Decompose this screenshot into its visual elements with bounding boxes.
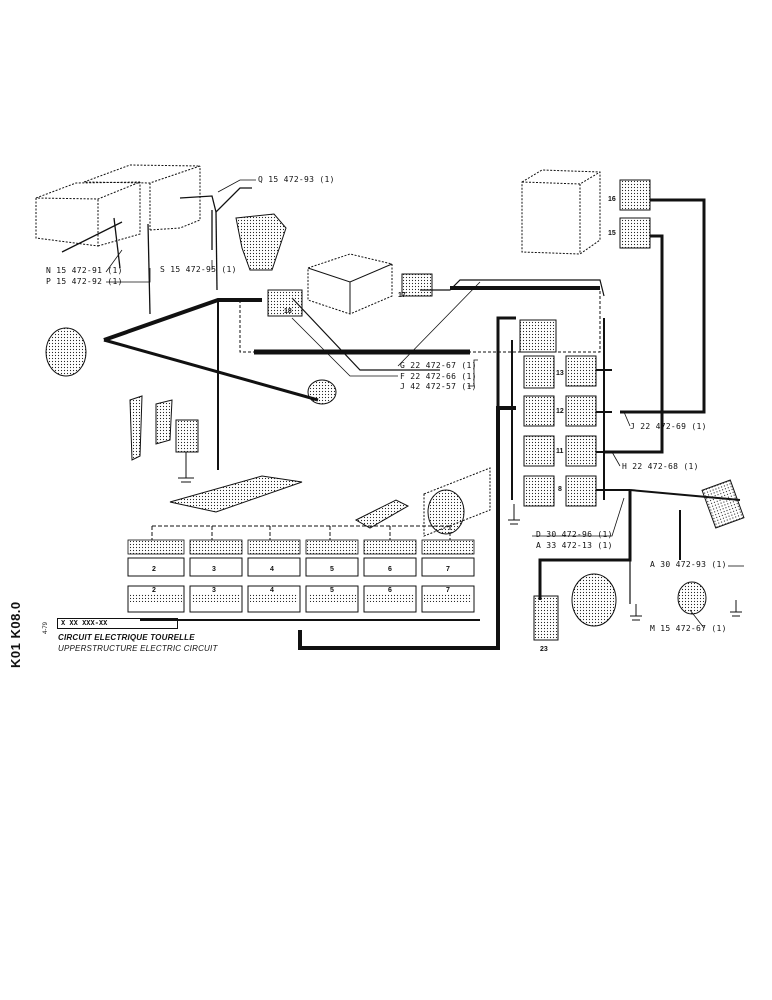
right-harness [604, 198, 706, 454]
relay-box-17 [307, 253, 393, 315]
ref-F: F 22 472-66 (1) [400, 372, 477, 381]
terminal-row-lower [127, 585, 475, 613]
terminal-upper-3: 3 [212, 566, 216, 573]
ref-M: M 15 472-67 (1) [650, 624, 727, 633]
lower-right-lamps [533, 479, 745, 641]
ref-N: N 15 472-91 (1) [46, 266, 123, 275]
battery-cables [61, 187, 252, 315]
bottom-bus [140, 316, 516, 650]
ref-A30: A 30 472-93 (1) [650, 560, 727, 569]
terminal-lower-6: 6 [388, 587, 392, 594]
terminal-lower-3: 3 [212, 587, 216, 594]
ref-D: D 30 472-96 (1) [536, 530, 613, 539]
terminal-lower-4: 4 [270, 587, 274, 594]
component-15: 15 [608, 230, 616, 237]
terminal-row-upper [127, 539, 475, 555]
ref-S: S 15 472-95 (1) [160, 265, 237, 274]
sheet-code: K01 K08.0 [8, 601, 23, 668]
ref-P: P 15 472-92 (1) [46, 277, 123, 286]
sheet-date: 4-79 [43, 621, 49, 634]
terminal-lower-2: 2 [152, 587, 156, 594]
component-18: 18 [284, 308, 292, 315]
component-8: 8 [558, 486, 562, 493]
fan-out-lines [151, 525, 451, 540]
relay-column-bus [511, 318, 630, 500]
battery-boxes [35, 164, 201, 247]
horn-compressor [235, 213, 287, 271]
terminal-upper-5: 5 [330, 566, 334, 573]
connector-18 [267, 289, 303, 317]
component-23: 23 [540, 646, 548, 653]
horns [129, 395, 199, 483]
main-harness [103, 279, 605, 470]
terminal-row-upper-frames [127, 557, 475, 577]
lamp-left [45, 327, 87, 377]
caption-french: CIRCUIT ELECTRIQUE TOURELLE [58, 633, 195, 642]
relay-enclosure [521, 169, 601, 255]
ref-Q: Q 15 472-93 (1) [258, 175, 335, 184]
ref-H: H 22 472-68 (1) [622, 462, 699, 471]
terminal-upper-2: 2 [152, 566, 156, 573]
terminal-lower-5: 5 [330, 587, 334, 594]
component-12: 12 [556, 408, 564, 415]
component-16: 16 [608, 196, 616, 203]
caption-english: UPPERSTRUCTURE ELECTRIC CIRCUIT [58, 644, 218, 653]
terminal-row-lower-fill [130, 594, 472, 602]
lamp-mid [307, 379, 337, 405]
connector-17 [401, 273, 433, 297]
terminal-plate [169, 467, 491, 537]
ground-symbols [630, 600, 742, 621]
leader-lines [105, 179, 744, 629]
relays-15-16 [619, 179, 651, 249]
ground-D [508, 504, 520, 525]
ref-J42: J 42 472-57 (1) [400, 382, 477, 391]
terminal-upper-4: 4 [270, 566, 274, 573]
component-13: 13 [556, 370, 564, 377]
terminal-upper-6: 6 [388, 566, 392, 573]
terminal-upper-7: 7 [446, 566, 450, 573]
ref-J22: J 22 472-69 (1) [630, 422, 707, 431]
ref-G: G 22 472-67 (1) [400, 361, 477, 370]
component-11: 11 [556, 448, 564, 455]
terminal-lower-7: 7 [446, 587, 450, 594]
component-17: 17 [398, 292, 406, 299]
part-number: X XX XXX-XX [57, 618, 178, 629]
ref-A33: A 33 472-13 (1) [536, 541, 613, 550]
relay-column [519, 319, 597, 507]
